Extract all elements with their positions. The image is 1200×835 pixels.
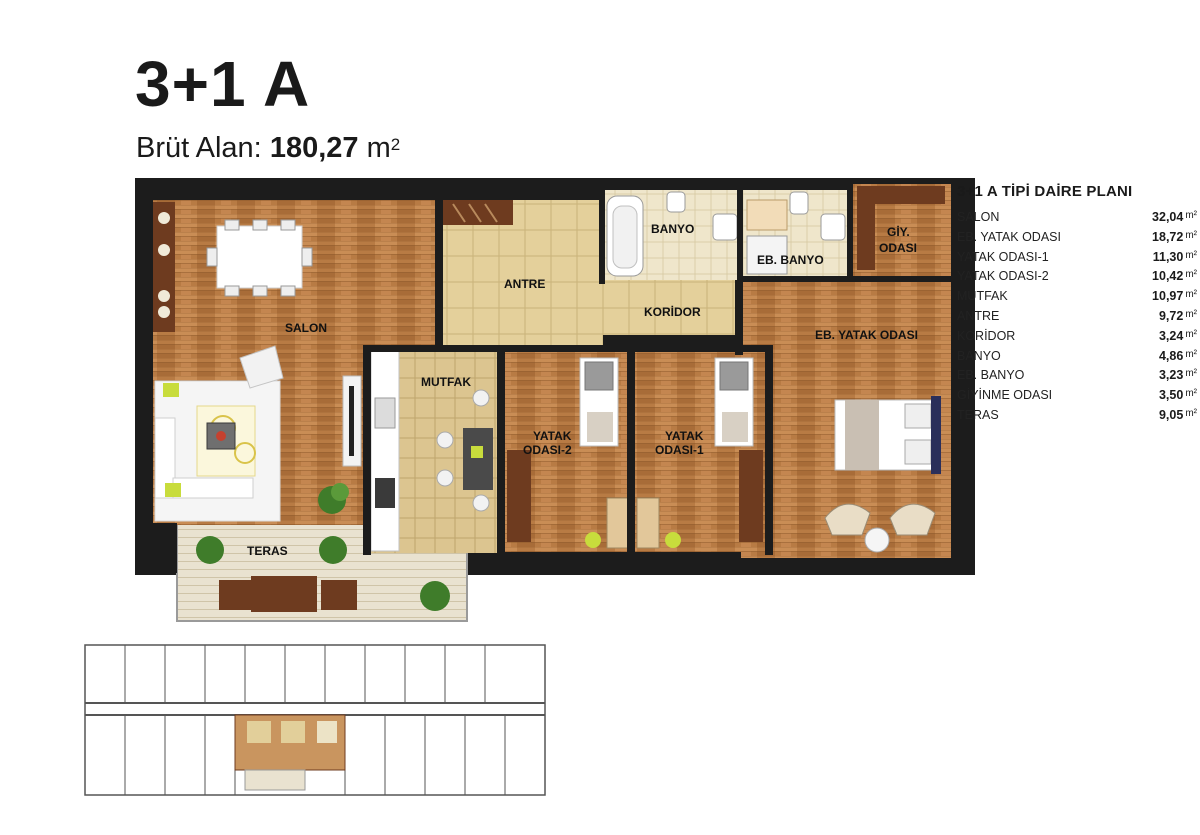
room-label-yatak1-2: ODASI-1 — [655, 443, 704, 457]
faint-watermark — [860, 720, 1120, 820]
area-row-unit: m² — [1185, 407, 1197, 419]
area-row-name: KORİDOR — [957, 328, 1016, 343]
floor-plan: SALON ANTRE BANYO EB. BANYO GİY. ODASI K… — [135, 178, 975, 623]
room-label-giy-2: ODASI — [879, 241, 917, 255]
room-label-giy-1: GİY. — [887, 224, 910, 239]
area-row-number: 3,24 — [1158, 328, 1184, 343]
area-row-name: EB. BANYO — [957, 368, 1025, 383]
area-table-title: 3+1 A TİPİ DAİRE PLANI — [957, 183, 1133, 200]
area-row-name: BANYO — [957, 348, 1001, 363]
room-label-mutfak: MUTFAK — [421, 375, 471, 389]
room-label-teras: TERAS — [247, 544, 288, 558]
area-row-unit: m² — [1185, 388, 1197, 400]
room-label-yatak2-1: YATAK — [533, 429, 572, 443]
area-row-unit: m² — [1185, 328, 1197, 340]
area-row-number: 18,72 — [1152, 229, 1184, 244]
area-row-name: MUTFAK — [957, 289, 1008, 304]
area-row-unit: m² — [1185, 269, 1197, 281]
area-row-number: 3,50 — [1158, 388, 1184, 403]
key-plan — [55, 635, 555, 810]
room-label-koridor: KORİDOR — [644, 304, 701, 319]
area-row-name: YATAK ODASI-2 — [957, 269, 1049, 284]
area-row-number: 9,05 — [1158, 407, 1184, 422]
area-row-number: 9,72 — [1158, 308, 1184, 323]
area-row-number: 10,42 — [1152, 269, 1184, 284]
area-row-unit: m² — [1185, 229, 1197, 241]
area-row-unit: m² — [1185, 308, 1197, 320]
gross-area-value: 180,27 — [269, 132, 359, 164]
area-row-number: 11,30 — [1152, 249, 1184, 264]
gross-area-label: Brüt Alan: — [136, 132, 262, 164]
area-row-unit: m² — [1185, 249, 1197, 261]
room-label-yatak1-1: YATAK — [665, 429, 704, 443]
room-label-eb-yatak: EB. YATAK ODASI — [815, 328, 918, 342]
area-row-name: EB. YATAK ODASI — [957, 229, 1061, 244]
area-row-name: TERAS — [957, 407, 999, 422]
area-row-number: 3,23 — [1158, 368, 1184, 383]
room-label-salon: SALON — [285, 321, 327, 335]
plan-title: 3+1 A — [135, 48, 311, 120]
area-row-number: 32,04 — [1152, 210, 1184, 224]
area-row-name: YATAK ODASI-1 — [957, 249, 1049, 264]
room-label-yatak2-2: ODASI-2 — [523, 443, 572, 457]
area-row-unit: m² — [1185, 289, 1197, 301]
gross-area: Brüt Alan: 180,27 m2 — [136, 134, 400, 163]
room-label-banyo: BANYO — [651, 222, 694, 236]
area-row-name: SALON — [957, 210, 1000, 224]
area-row-number: 10,97 — [1152, 289, 1184, 304]
room-label-antre: ANTRE — [504, 277, 545, 291]
area-row-unit: m² — [1185, 210, 1197, 221]
area-row-unit: m² — [1185, 368, 1197, 380]
area-row-name: ANTRE — [957, 308, 1000, 323]
area-row-number: 4,86 — [1158, 348, 1184, 363]
room-label-eb-banyo: EB. BANYO — [757, 253, 824, 267]
gross-area-unit-sup: 2 — [390, 135, 401, 154]
area-row-name: GİYİNME ODASI — [957, 388, 1053, 403]
area-row-unit: m² — [1185, 348, 1197, 360]
gross-area-unit: m — [366, 132, 391, 164]
